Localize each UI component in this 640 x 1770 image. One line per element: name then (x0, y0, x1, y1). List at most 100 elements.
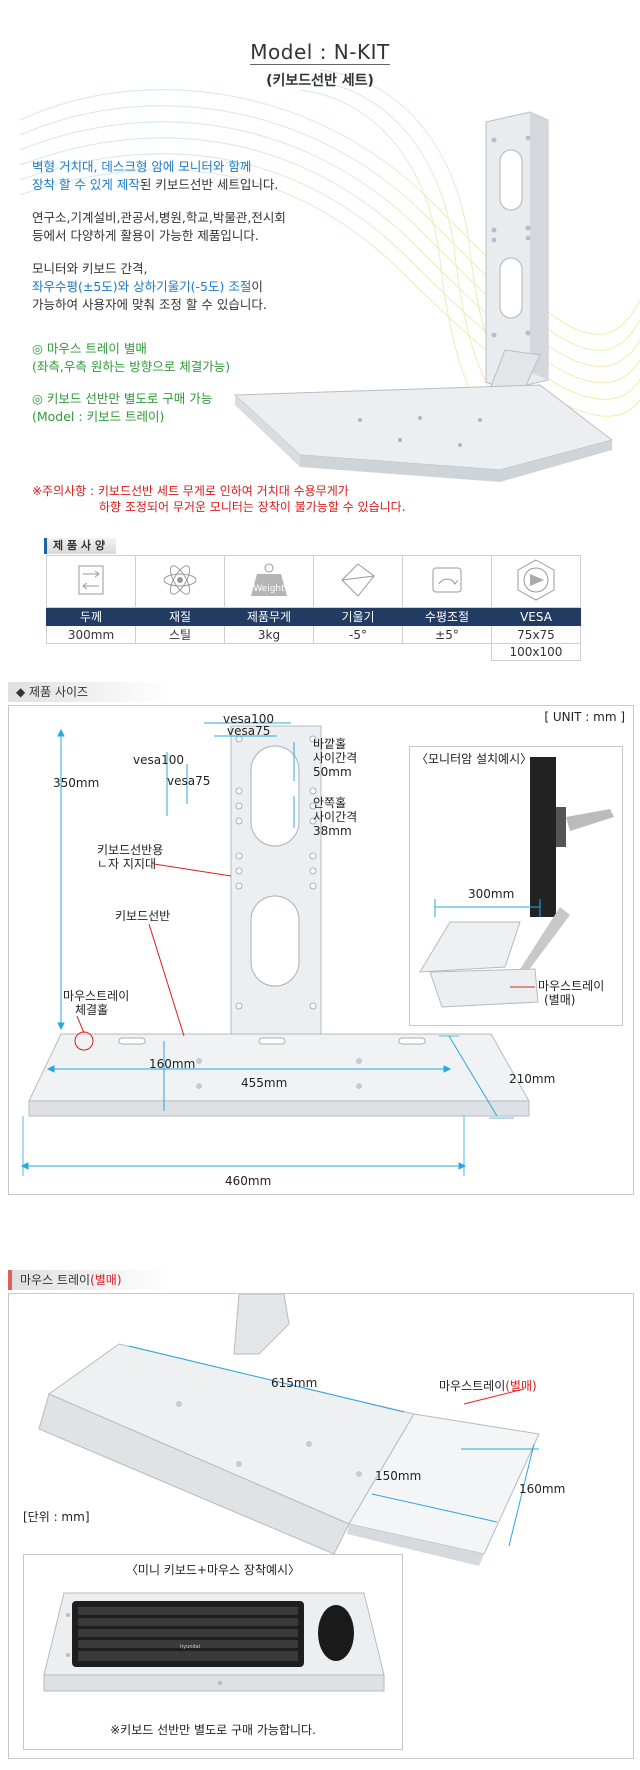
monitor-arm-example-box: 〈모니터암 설치예시〉 300mm 마우스트레이 (별매) (409, 746, 623, 1026)
spec-empty-cell (225, 644, 314, 661)
shelf-only-purchase-note: ※키보드 선반만 별도로 구매 가능합니다. (110, 1723, 316, 1737)
warning-line-1: ※주의사항 : 키보드선반 세트 무게로 인하여 거치대 수용무게가 (32, 484, 349, 498)
model-subtitle: (키보드선반 세트) (266, 73, 374, 89)
mouse-tray-box: 615mm 마우스트레이(별매) 150mm 160mm [단위 : mm] 〈… (8, 1293, 634, 1759)
mouse-tray-unit-label: [단위 : mm] (23, 1510, 90, 1524)
size-unit-label: [ UNIT : mm ] (544, 710, 625, 724)
bracket-label-1: 키보드선반용 (97, 843, 164, 857)
spec-label-row: 두께 재질 제품무게 기울기 수평조절 VESA (46, 607, 581, 626)
intro-line-6: 좌우수평(±5도)와 상하기울기(-5도) 조절이 (32, 278, 263, 296)
intro-line-4: 등에서 다양하게 활용이 가능한 제품입니다. (32, 228, 259, 243)
tray-product-label: 마우스트레이(별매) (439, 1379, 537, 1393)
spec-value-row: 300mm 스틸 3kg -5° ±5° 75x75 (46, 625, 581, 644)
model-title: Model : N-KIT (250, 40, 390, 64)
intro-line-1: 벽형 거치대, 데스크형 암에 모니터와 함께 (32, 159, 252, 174)
outer-hole-label-2: 사이간격 (313, 751, 358, 765)
example-width-label: 300mm (468, 887, 515, 901)
spec-value-weight: 3kg (224, 625, 314, 644)
weight-icon-text: Weight (253, 584, 285, 594)
spec-icon-cell: Weight (224, 555, 314, 608)
inner-hole-label-2: 사이간격 (313, 810, 358, 824)
width-455-label: 455mm (241, 1076, 288, 1090)
mouse-hole-label-2: 체결홀 (75, 1003, 109, 1017)
height-350-label: 350mm (53, 776, 100, 790)
rotate-icon (432, 567, 462, 593)
mouse-icon (318, 1605, 354, 1661)
tilt-icon (341, 563, 375, 597)
size-diagram-box: [ UNIT : mm ] vesa100 vesa75 vesa100 ves… (8, 705, 634, 1195)
keyboard-shelf-drawing (28, 1033, 530, 1117)
spec-value-tilt: -5° (313, 625, 403, 644)
intro-line-6-highlight: 좌우수평(±5도)와 상하기울기(-5도) 조절 (32, 279, 252, 294)
spec-empty-cell (314, 644, 403, 661)
shelf-only-note-2: (Model : 키보드 트레이) (32, 409, 165, 424)
width-460-label: 460mm (225, 1174, 272, 1188)
spec-icon-cell (491, 555, 581, 608)
intro-line-2-highlight: 장착 할 수 있게 제작 (32, 177, 140, 192)
size-section-heading: ◆ 제품 사이즈 (8, 682, 170, 702)
warning-line-2: 하향 조정되어 무거운 모니터는 장착이 불가능할 수 있습니다. (99, 500, 406, 514)
spec-empty-cell (402, 643, 492, 661)
tray-product-label-sold-separately: (별매) (505, 1379, 537, 1393)
spec-heading: 제 품 사 양 (44, 538, 116, 554)
mini-keyboard-example-title: 〈미니 키보드+마우스 장착예시〉 (125, 1563, 301, 1577)
mouse-tray-section-heading: 마우스 트레이(별매) (8, 1270, 170, 1290)
tray-width-label: 160mm (519, 1482, 566, 1496)
spec-value-row-2: 100x100 (47, 643, 581, 661)
decorative-swirl (19, 69, 640, 451)
intro-line-2-text: 된 키보드선반 세트입니다. (139, 177, 279, 192)
mouse-tray-note-2: (좌측,우측 원하는 방향으로 체결가능) (32, 359, 231, 374)
spec-value-vesa: 75x75 (491, 625, 581, 644)
spec-label-swivel: 수평조절 (402, 607, 492, 626)
shelf-with-tray-drawing (38, 1294, 540, 1566)
spec-label-material: 재질 (135, 607, 225, 626)
monitor-arm-example-image (419, 757, 614, 1008)
inner-hole-label-3: 38mm (313, 824, 352, 838)
monitor-arm-example-title: 〈모니터암 설치예시〉 (416, 752, 533, 766)
spec-label-weight: 제품무게 (224, 607, 314, 626)
mouse-tray-heading-sold-separately: (별매) (90, 1273, 122, 1287)
tray-length-label: 615mm (271, 1376, 318, 1390)
vesa100-side-label: vesa100 (133, 753, 184, 767)
spec-icon-cell (313, 555, 403, 608)
vesa100-top-label: vesa100 (223, 712, 274, 726)
mouse-tray-heading-text: 마우스 트레이 (20, 1273, 91, 1287)
spec-empty-cell (136, 644, 225, 661)
hero-section: Model : N-KIT (키보드선반 세트) 벽형 거치대, 데스크형 암에… (0, 0, 640, 545)
depth-160-label: 160mm (149, 1057, 196, 1071)
example-tray-label-2: (별매) (544, 993, 576, 1007)
spec-icon-cell (135, 555, 225, 608)
mouse-hole-label-1: 마우스트레이 (63, 989, 130, 1003)
spec-icon-cell (46, 555, 136, 608)
dimension-extension-lines (22, 1035, 514, 1176)
mini-keyboard-example-image: hyundai (43, 1592, 385, 1692)
spec-value-swivel: ±5° (402, 625, 492, 644)
intro-line-2: 장착 할 수 있게 제작된 키보드선반 세트입니다. (32, 176, 278, 194)
intro-line-7: 가능하여 사용자에 맞춰 조정 할 수 있습니다. (32, 297, 267, 312)
intro-line-6-text: 이 (251, 279, 263, 294)
outer-hole-label-3: 50mm (313, 765, 352, 779)
spec-label-tilt: 기울기 (313, 607, 403, 626)
atom-icon (163, 565, 197, 595)
intro-line-3: 연구소,기계설비,관공서,병원,학교,박물관,전시회 (32, 210, 286, 225)
spec-value-thickness: 300mm (46, 625, 136, 644)
tray-depth-label: 150mm (375, 1469, 422, 1483)
dimension-lines (20, 722, 498, 1170)
callout-lines (74, 863, 232, 1051)
spec-icon-row: Weight (46, 555, 581, 608)
mouse-tray-note-1: ◎ 마우스 트레이 별매 (32, 341, 147, 356)
shelf-only-note-1: ◎ 키보드 선반만 별도로 구매 가능 (32, 391, 213, 406)
spec-value-vesa-2: 100x100 (491, 643, 581, 661)
vesa75-top-label: vesa75 (227, 724, 271, 738)
example-tray-label-1: 마우스트레이 (538, 979, 605, 993)
tray-callout-line (463, 1388, 525, 1405)
hero-background (19, 69, 640, 482)
spec-label-vesa: VESA (491, 607, 581, 626)
spec-empty-cell (47, 644, 136, 661)
spec-table: Weight 두께 재질 제품무게 기울기 수평조절 VESA 300mm 스틸… (46, 555, 581, 661)
vesa75-side-label: vesa75 (167, 774, 211, 788)
depth-210-label: 210mm (509, 1072, 556, 1086)
mini-keyboard-example-box: 〈미니 키보드+마우스 장착예시〉 hyundai ※키보드 선반만 별도로 구… (23, 1554, 403, 1750)
inner-hole-label-1: 안쪽홀 (313, 796, 347, 810)
mouse-tray-diagram (38, 1294, 540, 1566)
